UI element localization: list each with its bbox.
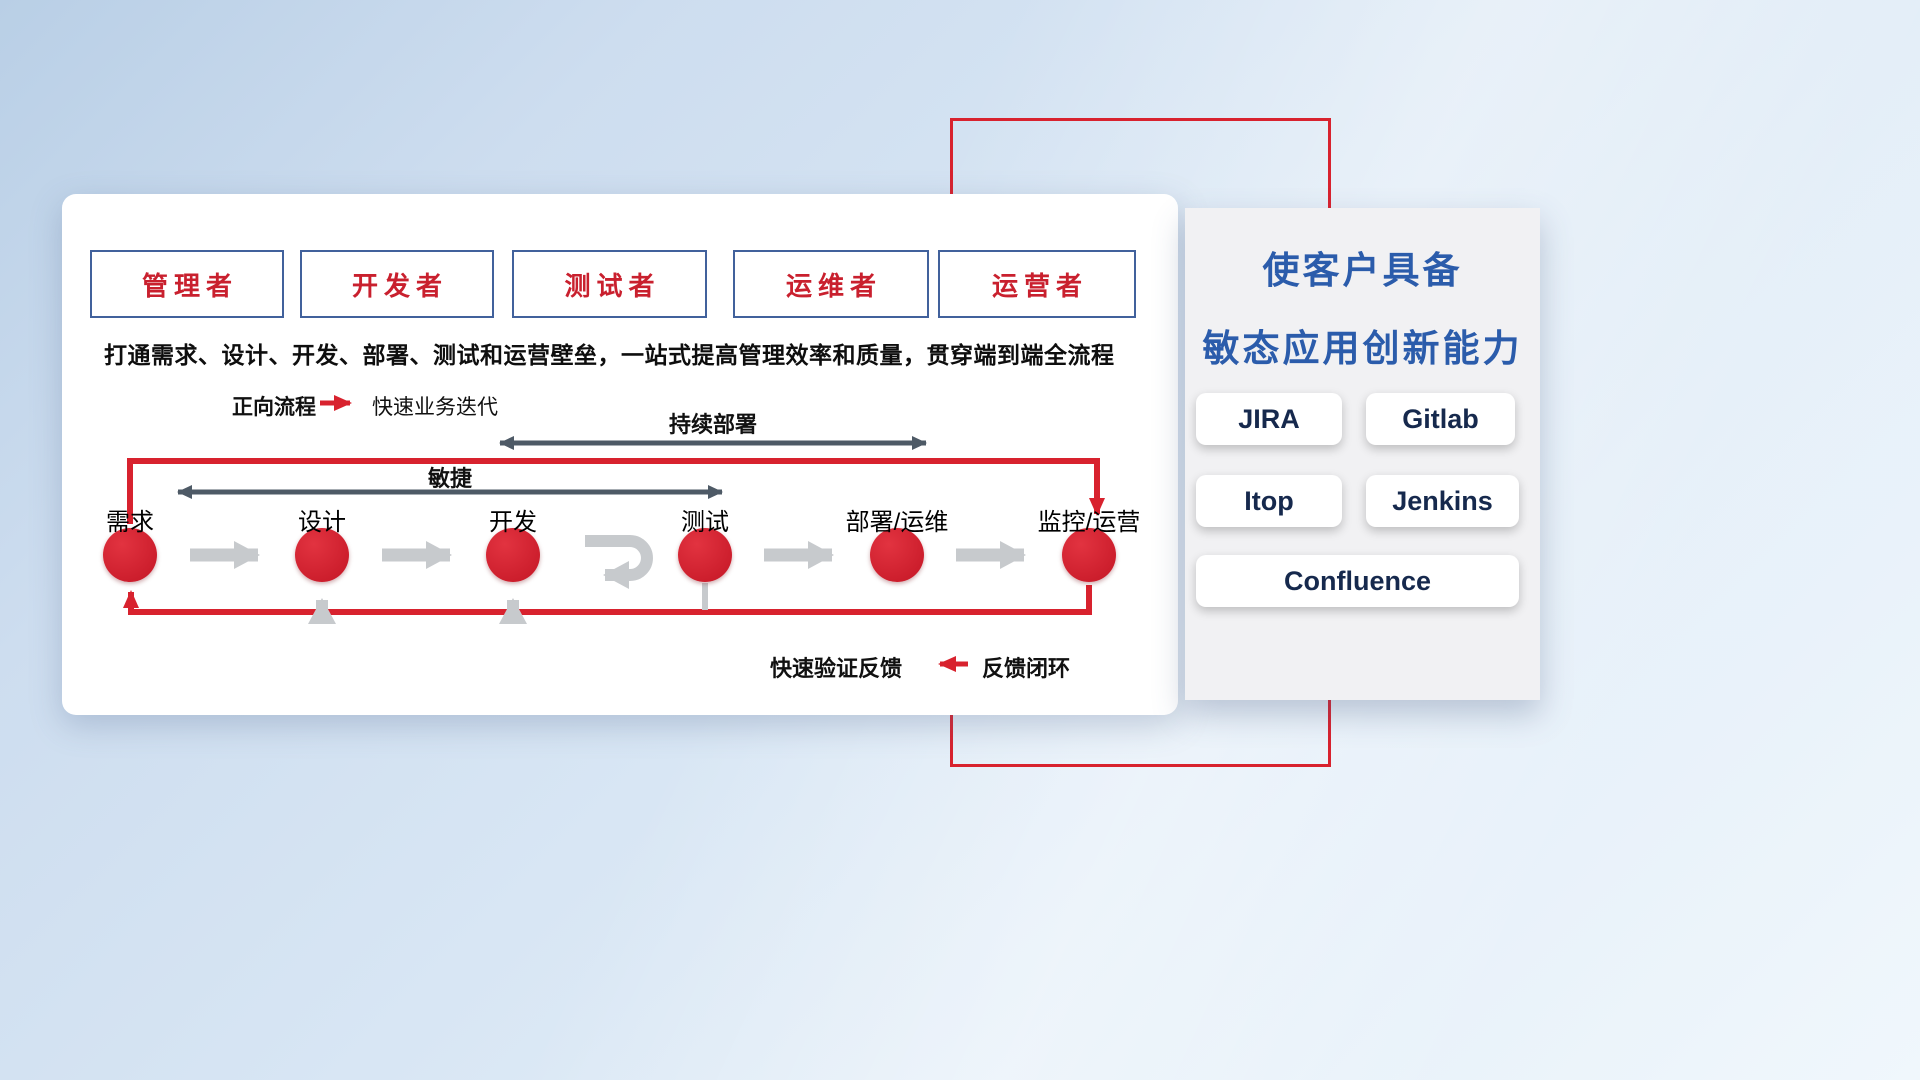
panel-title-line2: 敏态应用创新能力 xyxy=(1202,328,1523,369)
legend-forward-desc: 快速业务迭代 xyxy=(372,396,498,419)
stage-label: 监控/运营 xyxy=(1037,509,1141,536)
headline-text: 打通需求、设计、开发、部署、测试和运营壁垒，一站式提高管理效率和质量，贯穿端到端… xyxy=(104,342,1115,368)
panel-title-line1: 使客户具备 xyxy=(1262,250,1463,291)
tool-button-gitlab: Gitlab xyxy=(1366,393,1515,445)
tool-button-jira: JIRA xyxy=(1196,393,1342,445)
stage-label: 需求 xyxy=(106,509,154,536)
stage-label: 测试 xyxy=(681,509,729,536)
role-label: 运营者 xyxy=(991,270,1088,301)
stage-label: 部署/运维 xyxy=(845,509,949,536)
role-box-manager: 管理者 xyxy=(90,250,284,318)
role-label: 开发者 xyxy=(351,270,448,301)
tool-button-jenkins: Jenkins xyxy=(1366,475,1519,527)
legend-feedback-desc: 反馈闭环 xyxy=(982,656,1071,681)
continuous-deploy-label: 持续部署 xyxy=(668,412,757,437)
stage-label: 设计 xyxy=(298,509,346,536)
stage-node-design xyxy=(295,528,349,582)
stage-node-deploy-ops xyxy=(870,528,924,582)
stage-node-testing xyxy=(678,528,732,582)
stage-node-requirements xyxy=(103,528,157,582)
stage-node-development xyxy=(486,528,540,582)
role-box-tester: 测试者 xyxy=(512,250,707,318)
role-box-operator: 运营者 xyxy=(938,250,1136,318)
role-label: 运维者 xyxy=(785,270,882,301)
role-box-ops: 运维者 xyxy=(733,250,929,318)
role-label: 管理者 xyxy=(141,270,238,301)
legend-feedback-label: 快速验证反馈 xyxy=(770,656,903,681)
role-label: 测试者 xyxy=(564,270,661,301)
agile-label: 敏捷 xyxy=(427,466,472,491)
tool-button-itop: Itop xyxy=(1196,475,1342,527)
stage-label: 开发 xyxy=(489,509,537,536)
legend-forward-label: 正向流程 xyxy=(232,396,316,419)
stage-node-monitor-operate xyxy=(1062,528,1116,582)
role-box-developer: 开发者 xyxy=(300,250,494,318)
capability-panel xyxy=(1185,208,1540,700)
tool-button-confluence: Confluence xyxy=(1196,555,1519,607)
